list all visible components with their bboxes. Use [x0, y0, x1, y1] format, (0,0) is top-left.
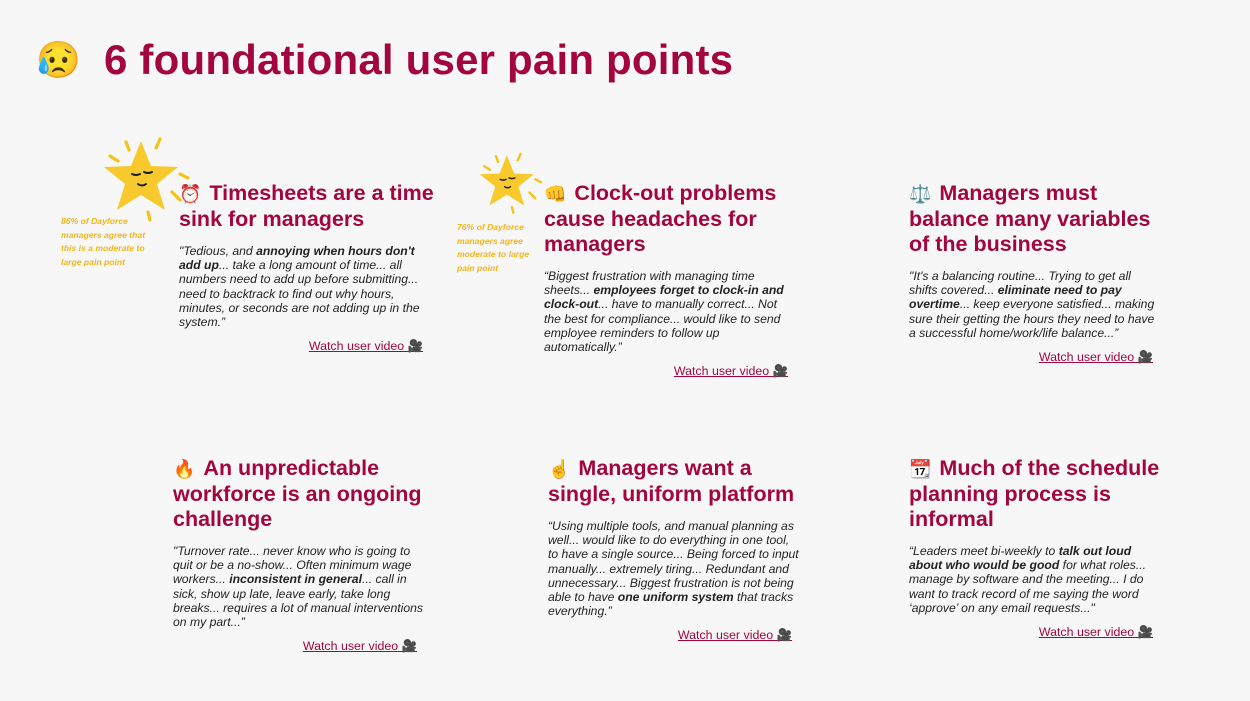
- quote-emphasis: one uniform system: [617, 590, 734, 605]
- sad-sweat-face-icon: 😥: [36, 39, 81, 80]
- pain-point-card-clock-out: 👊Clock-out problems cause headaches for …: [544, 181, 804, 379]
- quote-text: "Tedious, and: [179, 244, 257, 258]
- watch-user-video-link[interactable]: Watch user video 🎥: [302, 639, 417, 654]
- quote-text: ... take a long amount of time... all nu…: [179, 258, 420, 330]
- pain-point-card-timesheets: ⏰Timesheets are a time sink for managers…: [179, 181, 439, 354]
- quote-text: ... have to manually correct... Not the …: [544, 297, 781, 355]
- watch-user-video-link[interactable]: Watch user video 🎥: [1038, 625, 1153, 640]
- title-row: 😥 6 foundational user pain points: [36, 36, 733, 84]
- index-pointing-up-icon: ☝️: [548, 459, 571, 479]
- stat-callout-86: 86% of Dayforce managers agree that this…: [61, 216, 146, 267]
- quote-emphasis: eliminate need to pay overtime: [909, 283, 1122, 312]
- card-title: ☝️Managers want a single, uniform platfo…: [548, 456, 795, 506]
- quote-text: “Biggest frustration with managing time …: [544, 269, 755, 298]
- quote-text: for what roles... manage by software and…: [909, 558, 1146, 615]
- quote-text: ... keep everyone satisfied... making su…: [909, 297, 1155, 340]
- pain-point-card-balance: ⚖️Managers must balance many variables o…: [909, 181, 1169, 365]
- quote-emphasis: annoying when hours don't add up: [179, 244, 415, 273]
- user-quote: “Leaders meet bi-weekly to talk out loud…: [909, 544, 1161, 615]
- pain-point-card-workforce: 🔥An unpredictable workforce is an ongoin…: [173, 456, 433, 654]
- stat-callout-76: 76% of Dayforce managers agree moderate …: [457, 222, 530, 273]
- watch-user-video-link[interactable]: Watch user video 🎥: [308, 339, 423, 354]
- card-title: 👊Clock-out problems cause headaches for …: [544, 181, 777, 256]
- card-title: 🔥An unpredictable workforce is an ongoin…: [173, 456, 422, 531]
- user-quote: "Turnover rate... never know who is goin…: [173, 544, 425, 629]
- balance-scale-icon: ⚖️: [909, 184, 932, 204]
- fist-icon: 👊: [544, 184, 567, 204]
- user-quote: “Using multiple tools, and manual planni…: [548, 519, 800, 618]
- fire-icon: 🔥: [173, 459, 196, 479]
- pain-point-card-schedule: 📆Much of the schedule planning process i…: [909, 456, 1169, 640]
- card-title: 📆Much of the schedule planning process i…: [909, 456, 1160, 531]
- quote-emphasis: employees forget to clock-in and clock-o…: [544, 283, 784, 312]
- quote-text: "It's a balancing routine... Trying to g…: [909, 269, 1131, 298]
- quote-text: ... call in sick, show up late, leave ea…: [173, 572, 423, 630]
- star-face-icon: [479, 152, 543, 215]
- quote-text: "Turnover rate... never know who is goin…: [173, 544, 412, 587]
- card-title: ⏰Timesheets are a time sink for managers: [179, 181, 434, 231]
- watch-user-video-link[interactable]: Watch user video 🎥: [673, 364, 788, 379]
- page-title: 6 foundational user pain points: [104, 36, 734, 83]
- pain-point-card-platform: ☝️Managers want a single, uniform platfo…: [548, 456, 808, 643]
- quote-text: “Using multiple tools, and manual planni…: [548, 519, 799, 605]
- quote-emphasis: inconsistent in general: [229, 572, 362, 587]
- alarm-clock-icon: ⏰: [179, 184, 202, 204]
- calendar-icon: 📆: [909, 459, 932, 479]
- user-quote: "Tedious, and annoying when hours don't …: [179, 244, 431, 329]
- user-quote: “Biggest frustration with managing time …: [544, 269, 796, 354]
- watch-user-video-link[interactable]: Watch user video 🎥: [677, 628, 792, 643]
- quote-text: that tracks everything.”: [548, 590, 794, 619]
- quote-emphasis: talk out loud about who would be good: [909, 544, 1132, 573]
- card-title: ⚖️Managers must balance many variables o…: [909, 181, 1151, 256]
- watch-user-video-link[interactable]: Watch user video 🎥: [1038, 350, 1153, 365]
- user-quote: "It's a balancing routine... Trying to g…: [909, 269, 1161, 340]
- star-face-icon: [104, 137, 190, 222]
- quote-text: “Leaders meet bi-weekly to: [909, 544, 1059, 558]
